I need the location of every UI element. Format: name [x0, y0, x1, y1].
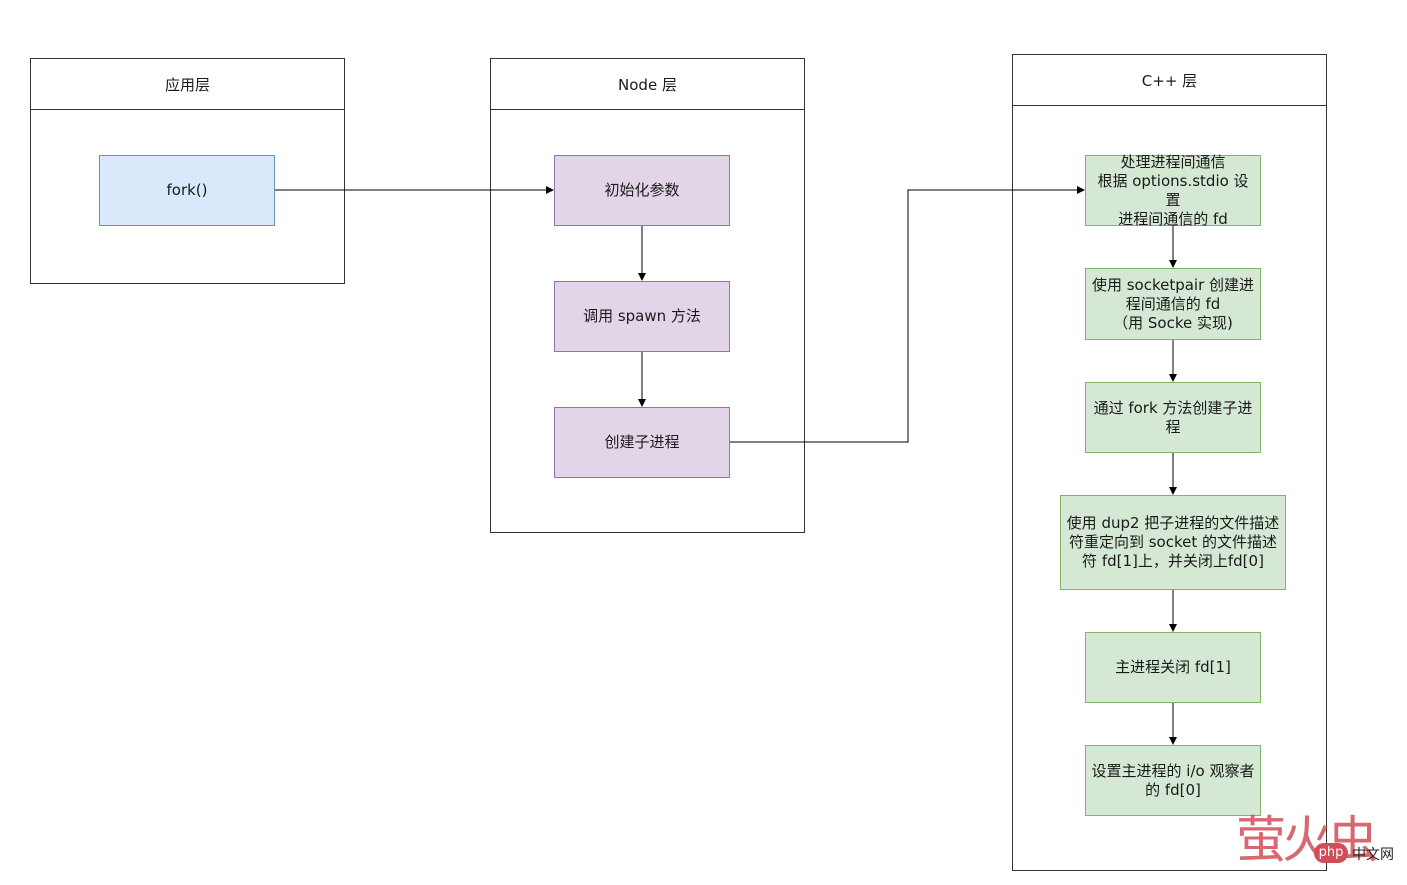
lane-node-title: Node 层 [491, 59, 804, 110]
lane-cpp-title: C++ 层 [1013, 55, 1326, 106]
lane-app-title: 应用层 [31, 59, 344, 110]
node-io-watcher: 设置主进程的 i/o 观察者 的 fd[0] [1085, 745, 1261, 816]
node-dup2: 使用 dup2 把子进程的文件描述 符重定向到 socket 的文件描述 符 f… [1060, 495, 1286, 590]
node-socketpair: 使用 socketpair 创建进 程间通信的 fd （用 Socke 实现) [1085, 268, 1261, 340]
node-call-spawn: 调用 spawn 方法 [554, 281, 730, 352]
node-fork-method: 通过 fork 方法创建子进 程 [1085, 382, 1261, 453]
node-create-child: 创建子进程 [554, 407, 730, 478]
node-init-params: 初始化参数 [554, 155, 730, 226]
watermark-php-badge: php [1314, 843, 1348, 863]
node-fork: fork() [99, 155, 275, 226]
node-close-fd1: 主进程关闭 fd[1] [1085, 632, 1261, 703]
watermark-site: 中文网 [1352, 847, 1394, 863]
node-ipc-setup: 处理进程间通信 根据 options.stdio 设置 进程间通信的 fd [1085, 153, 1261, 228]
watermark-brand: 萤火虫 [1236, 811, 1378, 869]
